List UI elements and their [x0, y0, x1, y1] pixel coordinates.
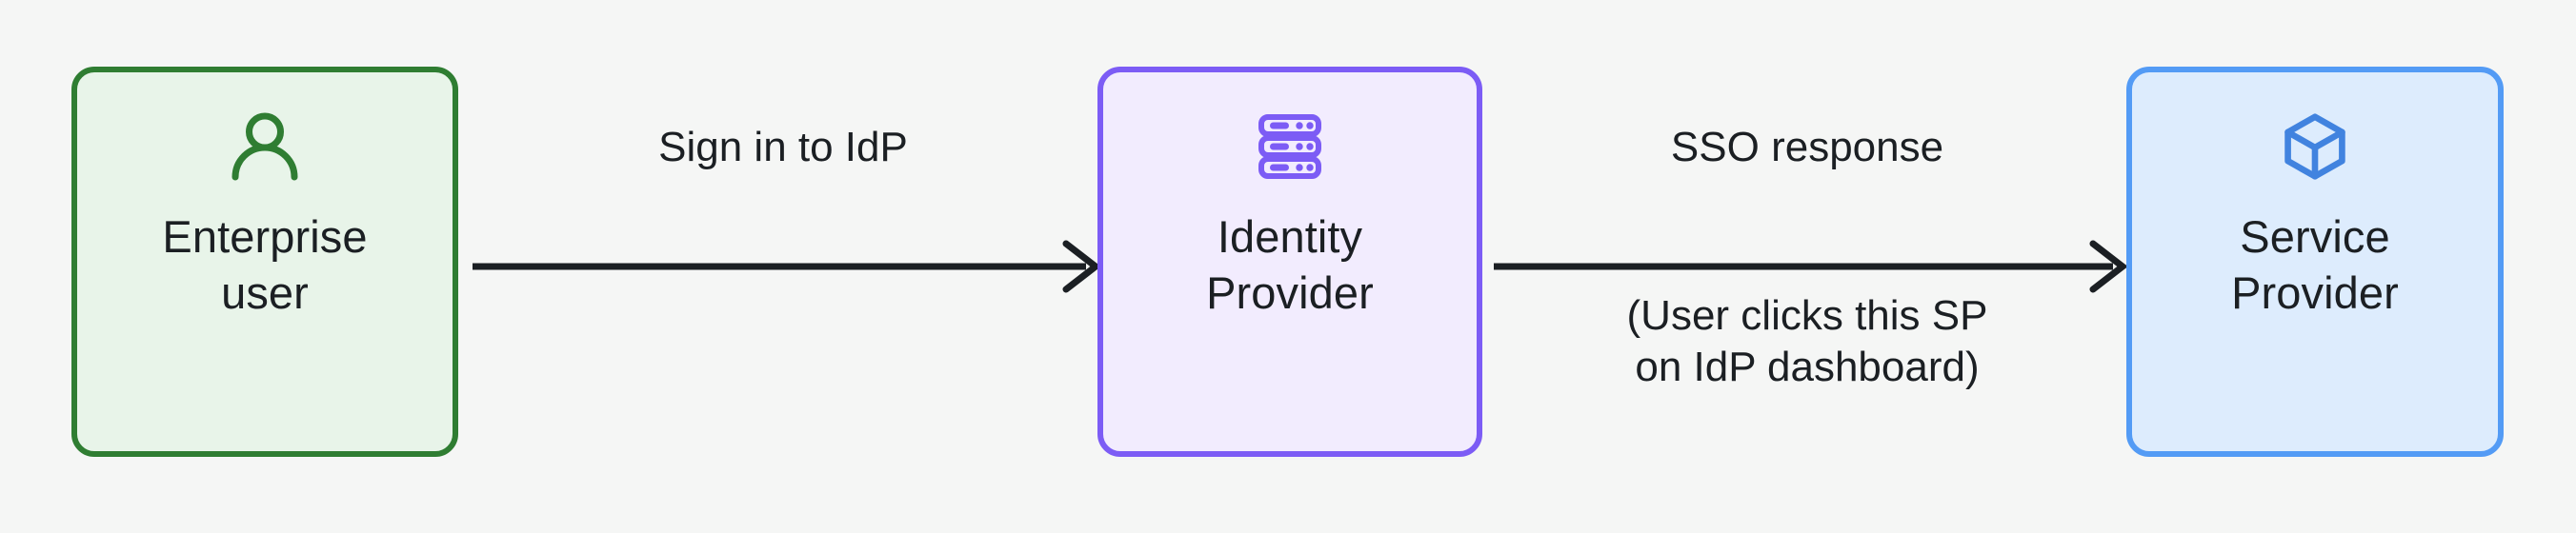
node-enterprise-user[interactable]: Enterprise user: [71, 67, 458, 457]
person-icon: [231, 112, 298, 181]
arrow-head-icon: [1062, 240, 1101, 293]
edge-label-sso-response: SSO response: [1670, 124, 1944, 170]
node-identity-provider[interactable]: Identity Provider: [1097, 67, 1482, 457]
edge-label-sign-in-to-idp: Sign in to IdP: [658, 124, 908, 170]
node-label-identity-provider: Identity Provider: [1206, 211, 1374, 318]
node-label-service-provider: Service Provider: [2231, 211, 2399, 318]
node-label-enterprise-user: Enterprise user: [162, 211, 368, 318]
server-rack-icon: [1258, 114, 1321, 179]
edge-label-sso-response-note: (User clicks this SP on IdP dashboard): [1626, 292, 1988, 390]
cube-icon: [2284, 113, 2345, 180]
arrow-head-icon: [2089, 240, 2128, 293]
node-service-provider[interactable]: Service Provider: [2126, 67, 2504, 457]
arrow-idp-to-sp: [1494, 240, 2128, 293]
arrow-user-to-idp: [473, 240, 1101, 293]
